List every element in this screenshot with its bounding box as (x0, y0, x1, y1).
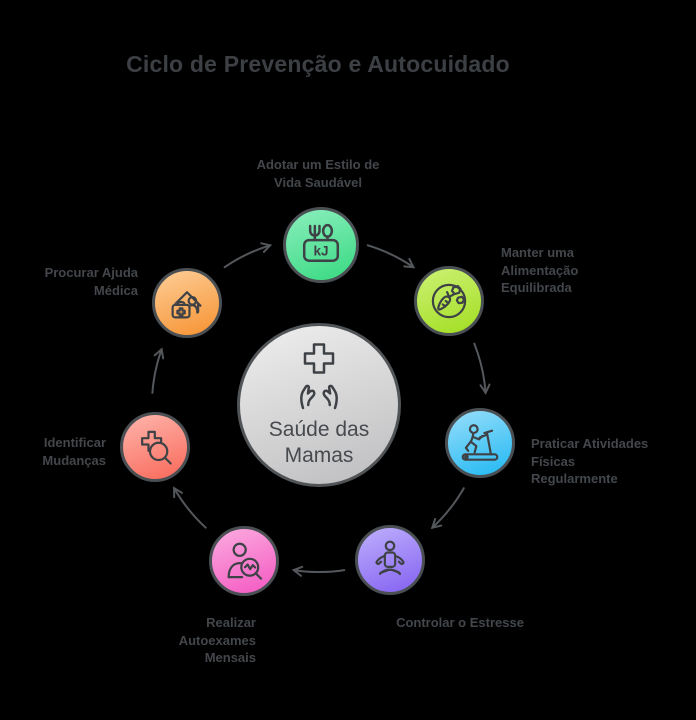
kj-label: kJ (313, 244, 328, 259)
label-autoexames: Realizar Autoexames Mensais (178, 615, 256, 665)
node-mudancas (120, 412, 190, 482)
center-node-saude-mamas (237, 323, 401, 487)
arrow-mudancas-to-ajuda (151, 347, 165, 394)
label-atividades-fisicas: Praticar Atividades Físicas Regularmente (531, 436, 649, 486)
node-alimentacao (414, 266, 484, 336)
medical-home-icon (171, 291, 202, 319)
healthy-food-plate-icon (431, 283, 467, 319)
hands-holding-cross-icon (300, 343, 338, 410)
node-ajuda-medica (152, 268, 222, 338)
arrow-alimentacao-to-atividades (473, 342, 491, 395)
treadmill-runner-icon (461, 424, 499, 461)
label-alimentacao: Manter uma Alimentação Equilibrada (501, 245, 579, 295)
label-estresse: Controlar o Estresse (396, 615, 524, 630)
node-atividades-fisicas (445, 408, 515, 478)
node-estilo-de-vida: kJ (283, 207, 359, 283)
self-exam-magnifier-icon (227, 542, 263, 580)
arrow-estresse-to-autoexames (291, 565, 346, 577)
label-estilo-de-vida: Adotar um Estilo de Vida Saudável (256, 157, 380, 190)
meditation-icon (375, 540, 405, 576)
node-autoexames (209, 526, 279, 596)
label-ajuda-medica: Procurar Ajuda Médica (44, 265, 138, 298)
label-mudancas: Identificar Mudanças (42, 435, 106, 468)
arrow-ajuda-to-estilo (223, 242, 273, 269)
cross-magnifier-icon (141, 430, 172, 465)
node-estresse (355, 525, 425, 595)
utensils-energy-icon: kJ (302, 223, 340, 262)
arrow-autoexames-to-mudancas (173, 486, 207, 529)
arrow-estilo-to-alimentacao (366, 244, 416, 269)
center-label: Saúde das Mamas (268, 418, 370, 467)
diagram-title: Ciclo de Prevenção e Autocuidado (126, 51, 510, 77)
arrow-atividades-to-estresse (430, 487, 465, 530)
